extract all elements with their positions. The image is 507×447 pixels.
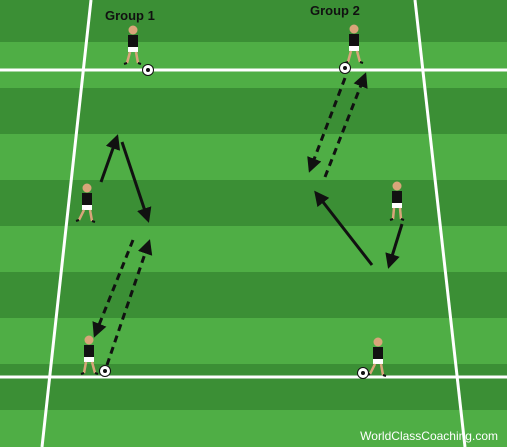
soccer-ball-icon: [339, 62, 351, 74]
run-arrow-g1-up: [99, 134, 121, 183]
run-arrows: [99, 134, 404, 269]
pass-arrow-g2-up: [323, 72, 368, 178]
soccer-ball-icon: [99, 365, 111, 377]
player-g2-bottom: [366, 337, 387, 377]
run-arrow-g2-down: [385, 223, 404, 269]
watermark: WorldClassCoaching.com: [360, 429, 498, 443]
pass-arrow-g1-back: [92, 239, 135, 338]
run-arrow-g2-diag: [314, 190, 374, 266]
group-1-label: Group 1: [105, 8, 155, 23]
player-g2-mid: [389, 181, 405, 221]
pass-arrows: [92, 72, 368, 366]
soccer-ball-icon: [357, 367, 369, 379]
player-g1-mid: [75, 183, 96, 223]
sideline-right: [413, 0, 467, 447]
group-2-label: Group 2: [310, 3, 360, 18]
soccer-ball-icon: [142, 64, 154, 76]
pass-arrow-g2-down: [307, 77, 347, 173]
pass-arrow-g1-forward: [105, 239, 153, 366]
sideline-left: [40, 0, 93, 447]
player-g1-top: [123, 25, 142, 65]
player-g1-bottom: [80, 335, 99, 375]
run-arrow-g1-down: [120, 141, 152, 223]
